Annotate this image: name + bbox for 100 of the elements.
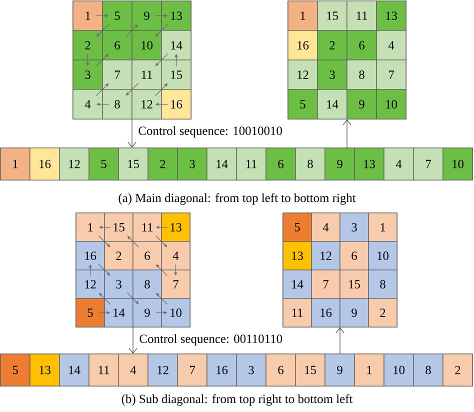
number-cell: 15 xyxy=(295,354,326,386)
caption: (a) Main diagonal: from top left to bottom right xyxy=(118,193,356,205)
number-cell: 10 xyxy=(132,30,162,60)
arrow xyxy=(126,292,139,304)
number-cell: 4 xyxy=(118,354,148,386)
number-cell: 4 xyxy=(311,212,340,242)
number-cell: 3 xyxy=(104,270,134,299)
number-cell: 15 xyxy=(340,270,369,299)
number-cell: 15 xyxy=(104,212,134,242)
number-cell: 8 xyxy=(132,270,162,299)
number-cell: 10 xyxy=(442,148,473,180)
number-cell: 3 xyxy=(177,148,208,180)
number-cell: 4 xyxy=(72,89,103,120)
arrow xyxy=(96,54,109,67)
number-cell: 9 xyxy=(132,0,162,31)
number-cell: 11 xyxy=(88,354,119,386)
number-cell: 6 xyxy=(346,30,377,60)
arrow xyxy=(126,82,139,96)
number-cell: 8 xyxy=(295,148,326,180)
number-cell: 16 xyxy=(288,30,318,60)
number-cell: 11 xyxy=(282,298,312,328)
arrow xyxy=(156,264,168,276)
arrow xyxy=(98,292,111,305)
number-cell: 7 xyxy=(102,60,132,90)
number-cell: 16 xyxy=(76,241,105,270)
number-cell: 11 xyxy=(346,0,377,31)
number-cell: 1 xyxy=(288,0,318,31)
number-cell: 16 xyxy=(311,298,340,328)
number-cell: 11 xyxy=(236,148,266,180)
number-cell: 3 xyxy=(72,60,103,90)
caption: (b) Sub diagonal: from top right to bottom left xyxy=(122,394,353,406)
arrow xyxy=(155,53,168,66)
arrow xyxy=(156,292,168,305)
number-cell: 6 xyxy=(340,241,369,270)
number-cell: 5 xyxy=(288,89,318,120)
number-cell: 2 xyxy=(442,354,473,386)
number-cell: 10 xyxy=(384,354,414,386)
number-cell: 8 xyxy=(368,270,398,299)
number-cell: 8 xyxy=(102,89,132,120)
number-cell: 1 xyxy=(0,148,30,180)
number-cell: 14 xyxy=(282,270,312,299)
arrow xyxy=(342,119,352,148)
number-cell: 5 xyxy=(76,298,105,328)
number-cell: 11 xyxy=(132,212,162,242)
number-cell: 12 xyxy=(59,148,90,180)
number-cell: 5 xyxy=(282,212,312,242)
number-cell: 6 xyxy=(266,354,296,386)
number-cell: 4 xyxy=(161,241,190,270)
number-cell: 13 xyxy=(376,0,406,31)
number-cell: 1 xyxy=(368,212,398,242)
number-cell: 6 xyxy=(132,241,162,270)
number-cell: 1 xyxy=(354,354,384,386)
number-cell: 9 xyxy=(346,89,377,120)
number-cell: 14 xyxy=(59,354,90,386)
number-cell: 12 xyxy=(288,60,318,90)
arrow xyxy=(96,83,109,96)
number-cell: 12 xyxy=(148,354,178,386)
number-cell: 2 xyxy=(72,30,103,60)
number-cell: 1 xyxy=(76,212,105,242)
edge-label: Control sequence: 10010010 xyxy=(138,126,282,138)
number-cell: 7 xyxy=(311,270,340,299)
number-cell: 10 xyxy=(376,89,406,120)
number-cell: 12 xyxy=(311,241,340,270)
arrow xyxy=(155,24,168,37)
number-cell: 1 xyxy=(72,0,103,31)
number-cell: 13 xyxy=(161,0,192,31)
number-cell: 15 xyxy=(317,0,348,31)
number-cell: 7 xyxy=(376,60,406,90)
arrow xyxy=(96,24,110,37)
number-cell: 7 xyxy=(413,148,444,180)
number-cell: 2 xyxy=(104,241,134,270)
number-cell: 9 xyxy=(340,298,369,328)
number-cell: 12 xyxy=(76,270,105,299)
arrow xyxy=(98,264,110,276)
number-cell: 14 xyxy=(104,298,134,328)
number-cell: 2 xyxy=(317,30,348,60)
edge-label: Control sequence: 00110110 xyxy=(140,334,282,346)
number-cell: 12 xyxy=(132,89,162,120)
number-cell: 4 xyxy=(376,30,406,60)
arrow xyxy=(125,24,138,38)
number-cell: 14 xyxy=(206,148,237,180)
number-cell: 3 xyxy=(340,212,369,242)
number-cell: 8 xyxy=(346,60,377,90)
number-cell: 13 xyxy=(354,148,384,180)
number-cell: 15 xyxy=(161,60,192,90)
arrow xyxy=(154,83,168,96)
number-cell: 6 xyxy=(102,30,132,60)
arrow xyxy=(127,236,140,248)
number-cell: 4 xyxy=(384,148,414,180)
number-cell: 5 xyxy=(102,0,132,31)
arrow xyxy=(128,119,136,148)
number-cell: 10 xyxy=(161,298,190,328)
number-cell: 15 xyxy=(118,148,148,180)
number-cell: 13 xyxy=(161,212,190,242)
number-cell: 2 xyxy=(148,148,178,180)
number-cell: 5 xyxy=(0,354,30,386)
number-cell: 13 xyxy=(282,241,312,270)
number-cell: 2 xyxy=(368,298,398,328)
arrow xyxy=(128,327,138,354)
number-cell: 16 xyxy=(206,354,237,386)
